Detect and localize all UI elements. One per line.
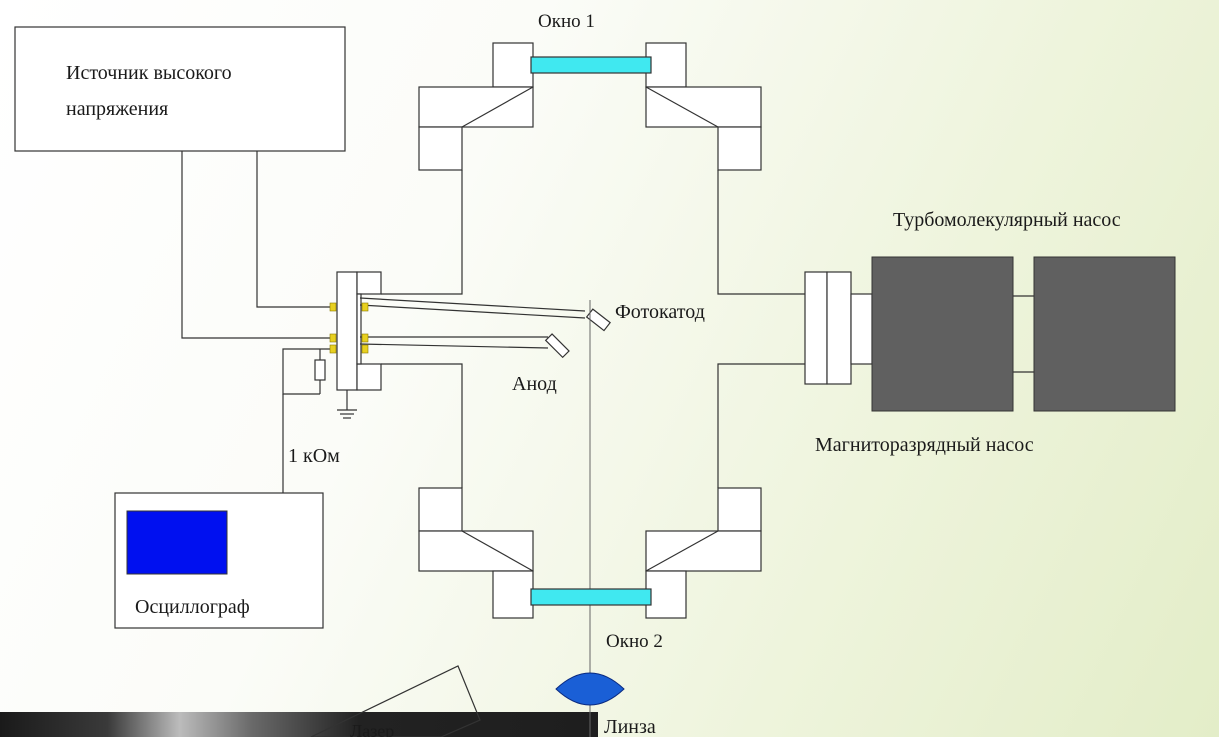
window-2-label: Окно 2 [606,631,663,652]
magnetic-pump-label: Магниторазрядный насос [815,434,1034,456]
turbo-pump-body [1033,256,1176,412]
lens-label: Линза [604,716,656,737]
cathode-rod-top [359,297,586,312]
top-right-flange [645,42,687,88]
window-1-label: Окно 1 [538,11,595,32]
window-2-glass [530,588,652,606]
laser-label: Лазер [350,721,394,737]
magnetic-pump-body [871,256,1014,412]
hv-wire-1 [181,151,335,339]
window-1-glass [530,56,652,74]
chamber-wall-upper-left [381,170,463,295]
connector [361,302,369,312]
anode-plate [544,333,570,359]
connector [329,333,337,343]
chamber-wall-lower-left [381,363,463,488]
hv-source-box [14,26,346,152]
oscilloscope-label: Осциллограф [135,596,250,618]
bottom-left-flange [418,487,463,532]
hv-source-label-2: напряжения [66,98,168,120]
connector [361,344,369,354]
resistor-label: 1 кОм [288,445,340,467]
photocathode-label: Фотокатод [615,301,705,323]
connector [361,333,369,343]
resistor-wire [282,348,335,395]
anode-label: Анод [512,373,557,395]
connector [329,302,337,312]
feedthrough-flange [336,271,358,391]
resistor [314,359,326,381]
laser-outline [310,665,481,737]
hv-wire-2 [256,151,335,308]
anode-rod-bottom [359,343,549,349]
chamber-wall-upper-right [717,170,805,295]
top-left-flange [492,42,534,88]
cathode-rod-bottom [359,304,586,319]
bottom-right-flange [717,487,762,532]
pump-flange [804,271,828,385]
laser-photo-strip [0,712,598,737]
turbo-pump-label: Турбомолекулярный насос [893,209,1121,231]
hv-source-label-1: Источник высокого [66,62,232,84]
chamber-wall-lower-right [717,363,805,488]
lens-shape [555,672,625,706]
connector [329,344,337,354]
oscilloscope-screen [126,510,228,575]
